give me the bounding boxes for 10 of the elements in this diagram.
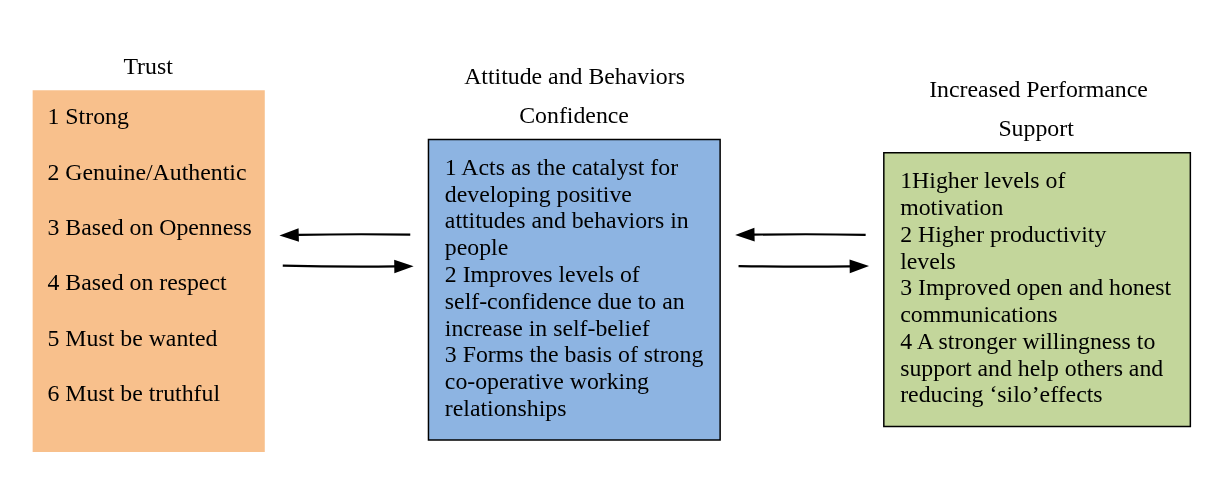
node-label: Support [998, 115, 1074, 142]
node-label: Attitude and Behaviors [464, 63, 685, 90]
arrow [279, 228, 411, 242]
arrow [738, 259, 870, 274]
node-box: 1 Strong 2 Genuine/Authentic 3 Based on Openness 4 Based on respect 5 Must be wanted 6 Must be truthful [32, 90, 265, 452]
arrow [282, 259, 414, 274]
node-label: Trust [123, 52, 173, 79]
node-label: Increased Performance [929, 76, 1148, 103]
arrow [735, 227, 866, 242]
node-label: Confidence [519, 101, 629, 128]
